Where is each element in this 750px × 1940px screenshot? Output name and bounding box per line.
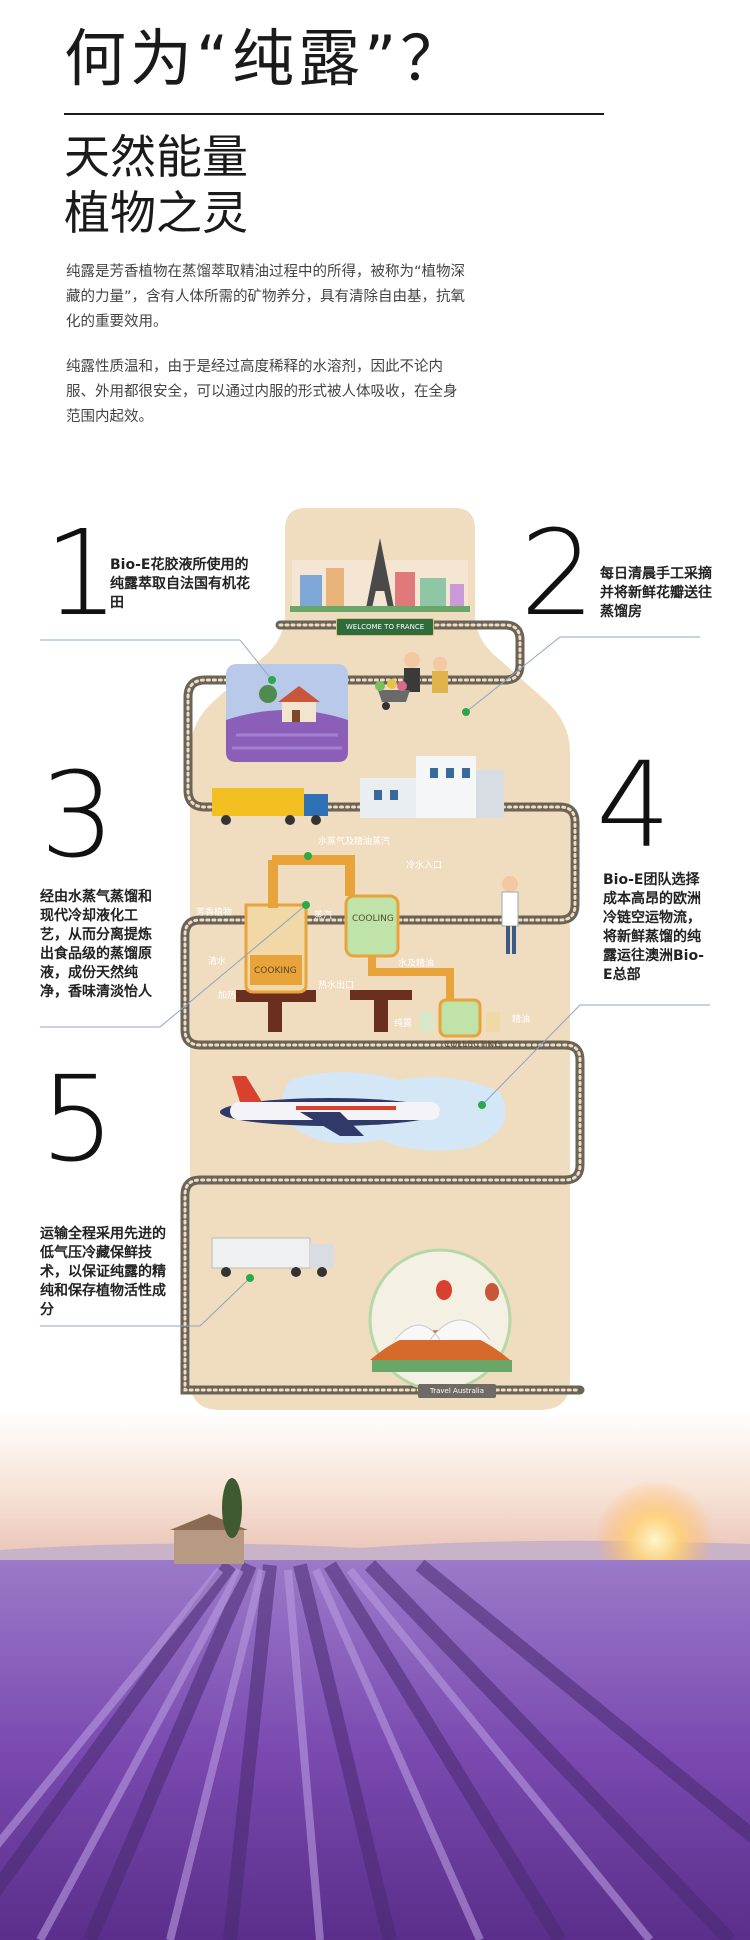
- label-cooking: COOKING: [254, 966, 297, 976]
- subtitle-line1: 天然能量: [64, 130, 248, 184]
- label-steam: 蒸汽: [314, 911, 333, 921]
- step-number-2: 2: [520, 504, 596, 642]
- truck-factory-illustration: [212, 756, 504, 825]
- intro-paragraph-2: 纯露性质温和，由于是经过高度稀释的水溶剂，因此不论内服、外用都很安全，可以通过内…: [66, 359, 458, 425]
- distillation-illustration: [236, 855, 519, 1038]
- label-steam-oil: 水蒸气及精油蒸汽: [318, 837, 391, 847]
- step-number-1: 1: [44, 504, 120, 642]
- welcome-to-france-sign: WELCOME TO FRANCE: [336, 618, 434, 636]
- label-heat: 加热: [218, 991, 237, 1001]
- step-number-5: 5: [40, 1050, 116, 1188]
- step-text-5: 运输全程采用先进的低气压冷藏保鲜技术，以保证纯露的精纯和保存植物活性成分: [40, 1226, 166, 1318]
- step-number-4: 4: [596, 736, 672, 874]
- label-hydrosol: 纯露: [394, 1019, 413, 1029]
- label-water: 清水: [208, 957, 227, 967]
- page-title: 何为“纯露”？: [64, 22, 467, 95]
- label-cold-water-in: 冷水入口: [406, 861, 443, 871]
- step-text-2: 每日清晨手工采摘并将新鲜花瓣送往蒸馏房: [600, 566, 712, 620]
- step-text-4: Bio-E团队选择成本高昂的欧洲冷链空运物流，将新鲜蒸馏的纯露运往澳洲Bio-E…: [603, 872, 704, 983]
- step-number-3: 3: [40, 746, 116, 884]
- title-divider: [64, 113, 604, 115]
- farmers-illustration: [375, 652, 448, 710]
- step-text-1: Bio-E花胶液所使用的纯露萃取自法国有机花田: [110, 557, 250, 611]
- paris-skyline-illustration: [290, 538, 470, 612]
- label-water-oil: 水及精油: [398, 959, 435, 969]
- subtitle-line2: 植物之灵: [64, 186, 248, 240]
- label-cooling: COOLING: [352, 914, 394, 924]
- label-aromatic-plant: 芳香植物: [196, 908, 233, 918]
- label-essential-oil: 精油: [512, 1015, 531, 1025]
- lavender-field-photo: [0, 1410, 750, 1940]
- airplane-map-illustration: [220, 1072, 506, 1151]
- australia-illustration: [211, 1237, 512, 1392]
- intro-paragraph-1: 纯露是芳香植物在蒸馏萃取精油过程中的所得，被称为“植物深藏的力量”，含有人体所需…: [66, 264, 466, 330]
- travel-australia-sign: Travel Australia: [418, 1384, 496, 1398]
- village-lavender-illustration: [226, 664, 348, 762]
- label-hot-water-out: 热水出口: [318, 981, 355, 991]
- step-connectors: [40, 636, 710, 1327]
- process-infographic: [40, 508, 710, 1410]
- label-collecting: COLLECTING: [444, 1040, 502, 1050]
- step-text-3: 经由水蒸气蒸馏和现代冷却液化工艺，从而分离提炼出食品级的蒸馏原液，成份天然纯净，…: [40, 889, 152, 1000]
